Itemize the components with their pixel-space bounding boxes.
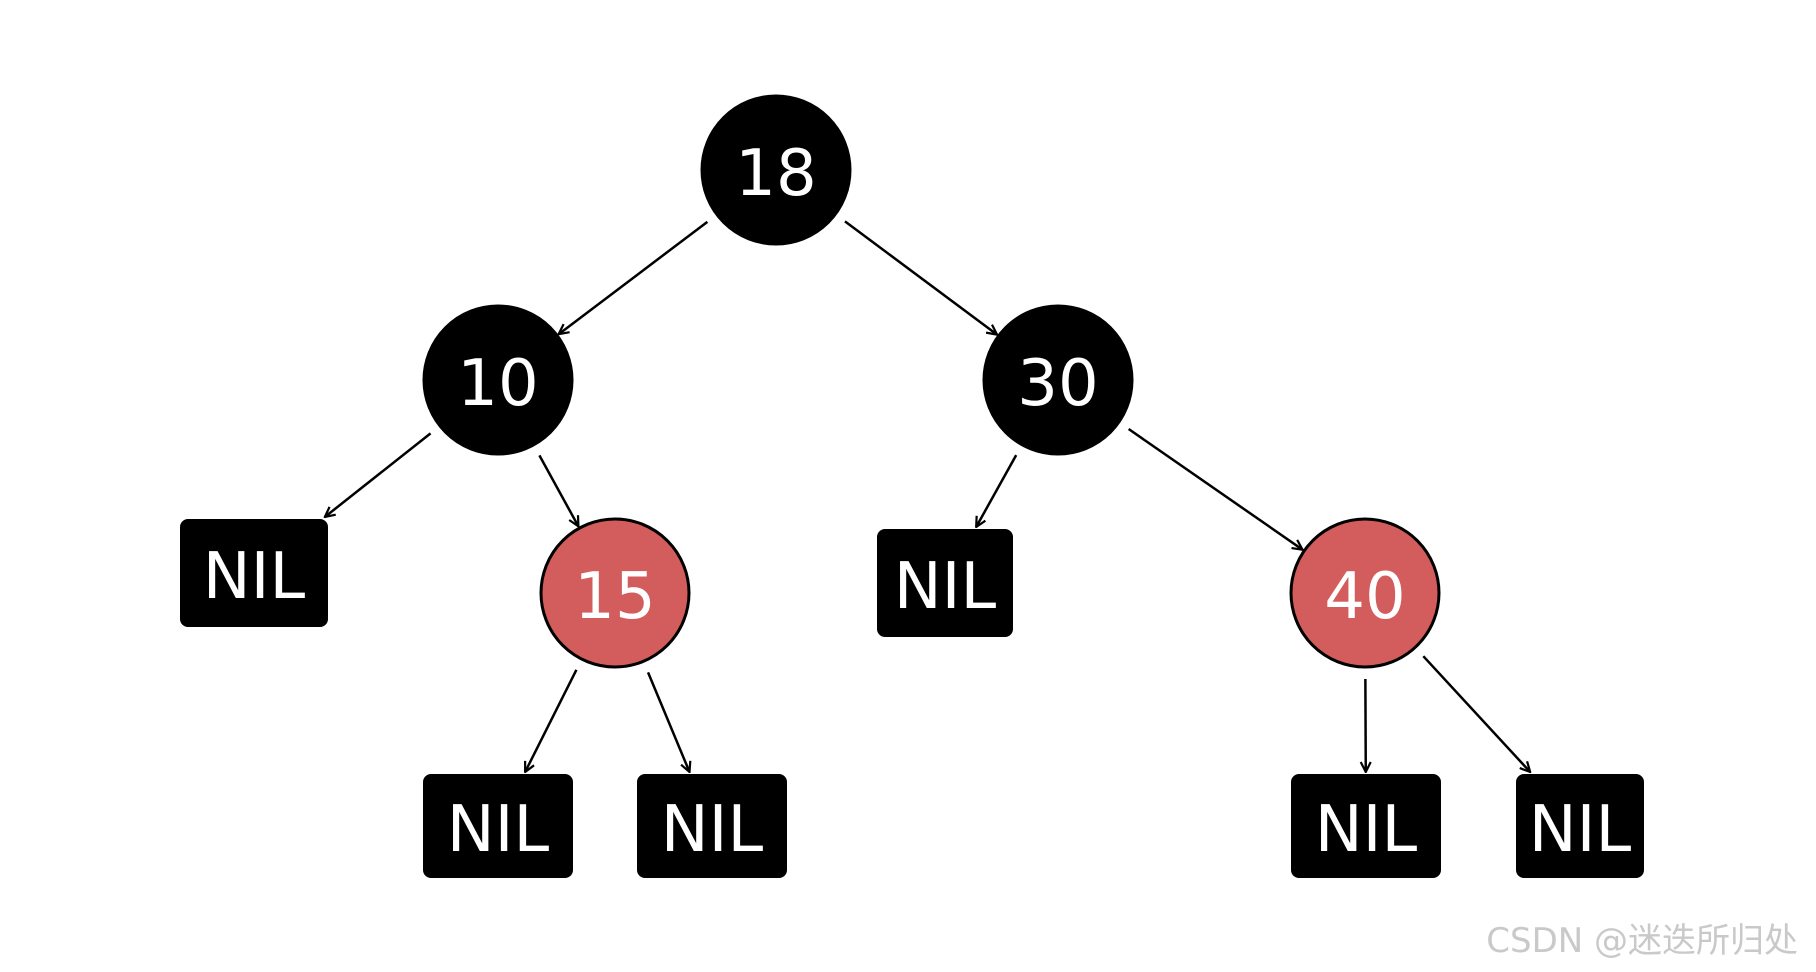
nodes-layer: NIL NIL NIL NIL NIL NIL 18 10 30 15 40	[180, 94, 1644, 878]
node-value: 10	[457, 347, 538, 421]
nil-box	[180, 519, 328, 627]
tree-node-15: 15	[539, 517, 691, 669]
nil-leaf-nil4: NIL	[637, 774, 787, 878]
edge-n40-nil6	[1422, 655, 1530, 772]
edge-n10-nil1	[325, 432, 432, 517]
nil-box	[1291, 774, 1441, 878]
node-circle-black	[982, 304, 1134, 456]
nil-leaf-nil3: NIL	[423, 774, 573, 878]
nil-box	[637, 774, 787, 878]
tree-node-40: 40	[1289, 517, 1441, 669]
edge-n10-n15	[538, 454, 578, 526]
edge-n18-n30	[844, 220, 997, 334]
nil-label: NIL	[894, 550, 997, 624]
nil-box	[877, 529, 1013, 637]
node-value: 15	[574, 560, 655, 634]
node-circle-black	[422, 304, 574, 456]
edge-n30-n40	[1127, 427, 1303, 550]
node-value: 30	[1017, 347, 1098, 421]
edge-n18-n10	[559, 220, 709, 334]
edge-n30-nil2	[976, 454, 1018, 527]
nil-label: NIL	[1529, 793, 1632, 867]
edge-n15-nil4	[646, 671, 689, 772]
nil-box	[423, 774, 573, 878]
nil-label: NIL	[1315, 793, 1418, 867]
nil-leaf-nil5: NIL	[1291, 774, 1441, 878]
nil-leaf-nil2: NIL	[877, 529, 1013, 637]
nil-leaf-nil6: NIL	[1516, 774, 1644, 878]
tree-node-10: 10	[422, 304, 574, 456]
nil-label: NIL	[447, 793, 550, 867]
edge-n15-nil3	[523, 669, 578, 772]
tree-node-30: 30	[982, 304, 1134, 456]
node-value: 18	[735, 137, 816, 211]
node-circle-red	[539, 517, 691, 669]
nil-label: NIL	[661, 793, 764, 867]
node-circle-red	[1289, 517, 1441, 669]
nil-label: NIL	[203, 540, 306, 614]
node-circle-black	[700, 94, 852, 246]
nil-box	[1516, 774, 1644, 878]
tree-node-18: 18	[700, 94, 852, 246]
edges-layer	[325, 220, 1530, 772]
node-value: 40	[1324, 560, 1405, 634]
watermark-text: CSDN @迷迭所归处	[1486, 921, 1798, 961]
nil-leaf-nil1: NIL	[180, 519, 328, 627]
